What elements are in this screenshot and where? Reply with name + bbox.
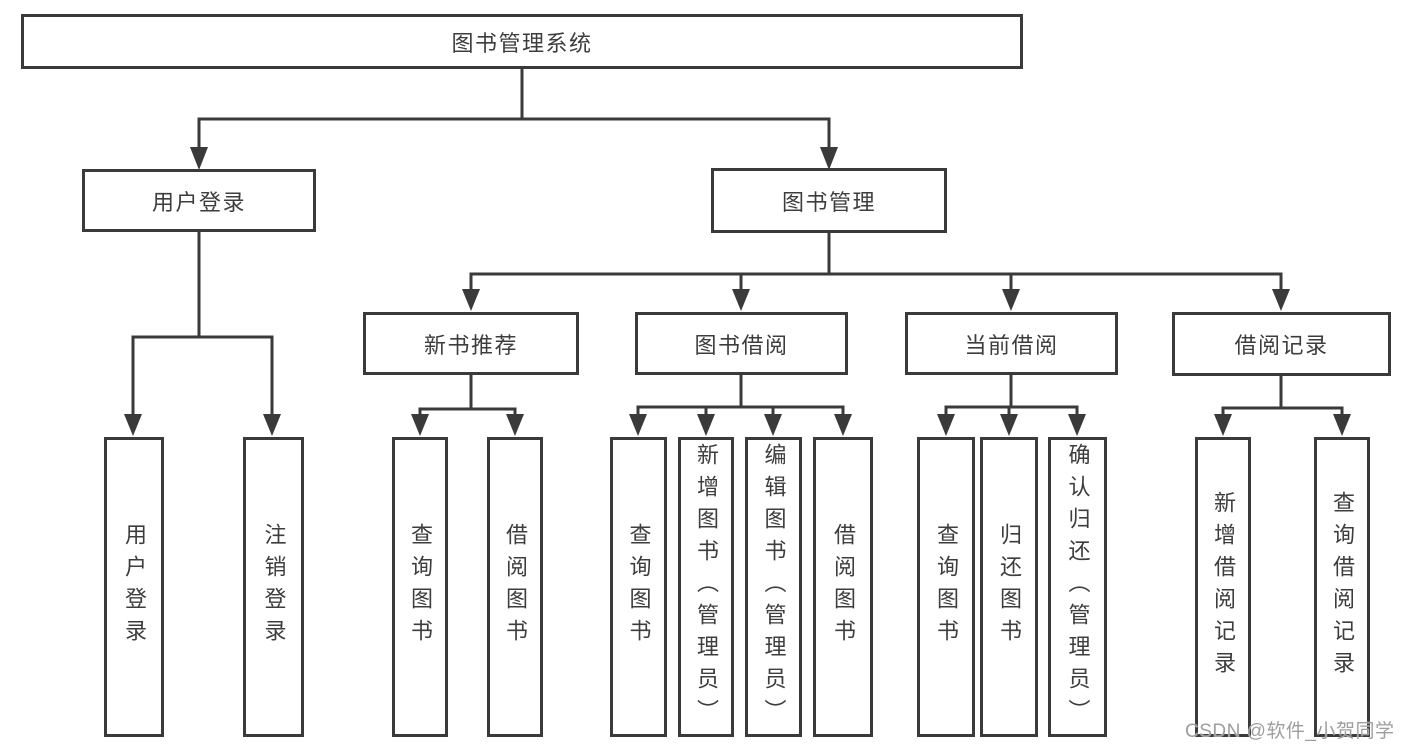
leaf-edit-books-admin: 编辑图书（管理员） bbox=[745, 437, 802, 737]
leaf-logout: 注销登录 bbox=[243, 437, 304, 737]
leaf-query-books-recommend: 查询图书 bbox=[392, 437, 448, 737]
node-new-book-recommend: 新书推荐 bbox=[363, 312, 579, 375]
node-book-management: 图书管理 bbox=[711, 168, 947, 233]
node-borrowing-records: 借阅记录 bbox=[1172, 312, 1391, 376]
leaf-user-login: 用户登录 bbox=[104, 437, 164, 737]
node-user-login: 用户登录 bbox=[82, 169, 316, 232]
leaf-borrow-books-borrowing: 借阅图书 bbox=[813, 437, 873, 737]
leaf-confirm-return-admin: 确认归还（管理员） bbox=[1048, 437, 1107, 737]
leaf-borrow-books-recommend: 借阅图书 bbox=[487, 437, 543, 737]
node-current-borrowing: 当前借阅 bbox=[905, 312, 1118, 375]
leaf-query-books-borrowing: 查询图书 bbox=[610, 437, 667, 737]
leaf-query-borrow-record: 查询借阅记录 bbox=[1314, 437, 1370, 737]
watermark: CSDN @软件_小贺同学 bbox=[1185, 721, 1395, 742]
node-library-management-system: 图书管理系统 bbox=[21, 14, 1023, 69]
leaf-add-borrow-record: 新增借阅记录 bbox=[1195, 437, 1251, 737]
leaf-add-books-admin: 新增图书（管理员） bbox=[678, 437, 734, 737]
node-book-borrowing: 图书借阅 bbox=[635, 312, 848, 375]
leaf-query-books-current: 查询图书 bbox=[917, 437, 975, 737]
leaf-return-books: 归还图书 bbox=[980, 437, 1038, 737]
